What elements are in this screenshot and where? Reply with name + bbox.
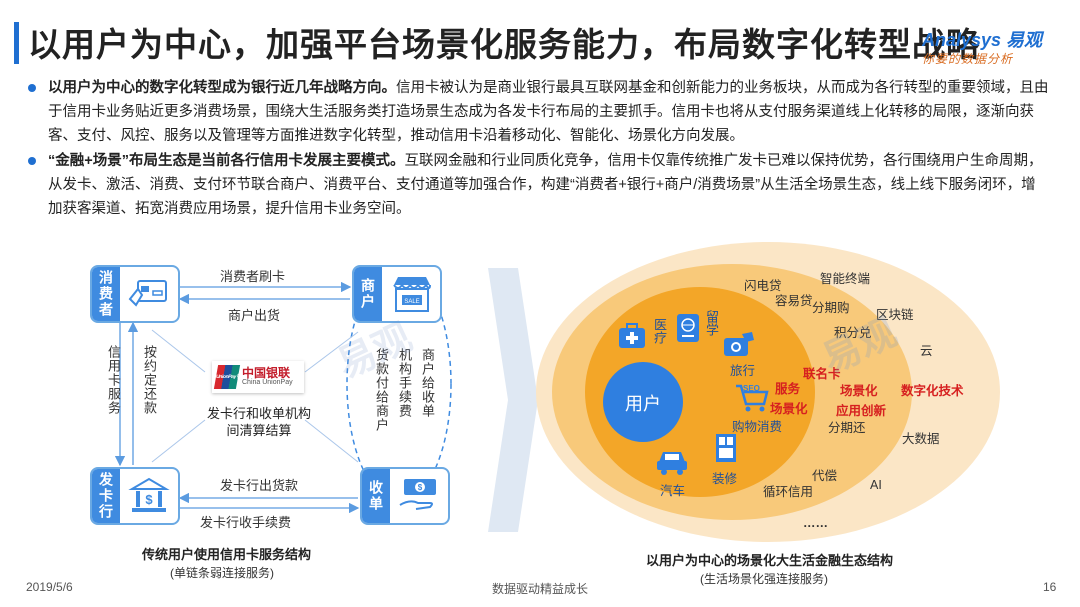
flow-issuer-goods-pay: 发卡行出货款: [220, 478, 299, 493]
red-scenario-inner: 场景化: [770, 402, 808, 416]
bullet-bold: “金融+场景”布局生态是当前各行信用卡发展主要模式。: [48, 153, 405, 169]
flow-fee-org: 机构手续费: [397, 348, 412, 418]
logo-brand: Analysys 易观: [922, 30, 1043, 50]
left-subcaption: (单链条弱连接服务): [170, 566, 274, 580]
middle-item: 闪电贷: [744, 279, 782, 293]
outer-item: 智能终端: [820, 272, 871, 286]
unionpay-en: China UnionPay: [242, 379, 293, 386]
cash-hand-icon: $: [398, 477, 442, 520]
svg-text:SEO: SEO: [743, 384, 760, 393]
inner-item-medical: 医疗: [652, 318, 667, 344]
middle-item: 代偿: [812, 469, 838, 483]
page-number: 16: [1043, 580, 1057, 594]
red-scenario-middle: 场景化: [840, 384, 878, 398]
clearing-text: 发卡行和收单机构间清算结算: [206, 406, 311, 438]
middle-item: 循环信用: [763, 485, 814, 499]
bullet-bold: 以用户为中心的数字化转型成为银行近几年战略方向。: [48, 80, 396, 96]
inner-item-shopping: 购物消费: [732, 420, 783, 434]
outer-item: 云: [920, 344, 933, 358]
outer-item: 区块链: [876, 308, 914, 322]
red-cobrand-card: 联名卡: [803, 367, 841, 381]
svg-text:SALE: SALE: [404, 299, 419, 305]
door-icon: [712, 432, 740, 469]
bullet-text: 信用卡被认为是商业银行最具互联网基金和创新能力的业务板块，从而成为各行转型的重要…: [48, 80, 1049, 144]
left-caption: 传统用户使用信用卡服务结构: [142, 547, 312, 562]
red-app-innovation: 应用创新: [836, 404, 887, 418]
storefront-icon: SALE: [390, 275, 434, 318]
middle-item: 分期还: [828, 421, 866, 435]
issuer-label: 发卡行: [92, 469, 120, 523]
title-accent-bar: [14, 22, 19, 64]
middle-item: ……: [803, 516, 828, 530]
flow-consumer-swipe: 消费者刷卡: [220, 269, 286, 284]
bullet-item: “金融+场景”布局生态是当前各行信用卡发展主要模式。互联网金融和行业同质化竞争，…: [28, 149, 1049, 221]
red-digital-tech: 数字化技术: [901, 384, 964, 398]
flow-credit-service: 信用卡服务: [106, 345, 121, 415]
bullet-list: 以用户为中心的数字化转型成为银行近几年战略方向。信用卡被认为是商业银行最具互联网…: [28, 76, 1049, 222]
analysys-logo: Analysys 易观 你要的数据分析: [922, 26, 1062, 70]
outer-item: 大数据: [902, 432, 940, 446]
flow-goods-pay: 货款付给商户: [374, 348, 389, 432]
card-swipe-icon: [128, 275, 170, 316]
unionpay-logo: UnionPay 银联 中国银联 China UnionPay: [212, 361, 304, 393]
footer-date: 2019/5/6: [26, 580, 73, 594]
right-caption: 以用户为中心的场景化大生活金融生态结构: [646, 553, 894, 568]
cart-icon: SEO: [734, 380, 770, 419]
bank-icon: $: [128, 477, 170, 520]
middle-item: 分期购: [812, 301, 850, 315]
flow-repay: 按约定还款: [142, 345, 157, 415]
flow-merchant-pay: 商户给收单: [420, 348, 435, 418]
unionpay-cn: 中国银联: [242, 366, 291, 380]
inner-item-study-abroad: 留学: [704, 310, 719, 336]
logo-slogan: 你要的数据分析: [922, 52, 1014, 66]
svg-text:$: $: [418, 483, 423, 492]
svg-text:$: $: [145, 492, 153, 507]
middle-item: 积分兑: [834, 326, 872, 340]
footer-slogan: 数据驱动精益成长: [492, 582, 589, 596]
issuer-node: 发卡行 $: [90, 467, 180, 525]
eco-center-user: 用户: [625, 394, 661, 414]
right-subcaption: (生活场景化强连接服务): [700, 572, 828, 586]
consumer-label: 消费者: [92, 267, 120, 321]
outer-item: AI: [870, 478, 882, 492]
flow-issuer-fee: 发卡行收手续费: [200, 515, 292, 530]
merchant-label: 商户: [354, 267, 382, 321]
medical-kit-icon: [617, 322, 647, 355]
camera-icon: [722, 330, 756, 365]
acquirer-node: 收单 $: [360, 467, 450, 525]
consumer-node: 消费者: [90, 265, 180, 323]
page-title: 以用户为中心，加强平台场景化服务能力，布局数字化转型战略: [28, 26, 980, 63]
bullet-item: 以用户为中心的数字化转型成为银行近几年战略方向。信用卡被认为是商业银行最具互联网…: [28, 76, 1049, 148]
red-service: 服务: [775, 382, 801, 396]
inner-item-car: 汽车: [660, 484, 686, 498]
merchant-node: 商户 SALE: [352, 265, 442, 323]
flow-merchant-ship: 商户出货: [228, 308, 281, 323]
inner-item-travel: 旅行: [730, 364, 756, 378]
passport-icon: [675, 312, 701, 349]
bullet-text: 互联网金融和行业同质化竞争，信用卡仅靠传统推广发卡已难以保持优势，各行围绕用户生…: [48, 153, 1043, 217]
inner-item-decoration: 装修: [712, 472, 738, 486]
car-icon: [655, 448, 689, 481]
acquirer-label: 收单: [362, 469, 390, 523]
middle-item: 容易贷: [775, 294, 813, 308]
